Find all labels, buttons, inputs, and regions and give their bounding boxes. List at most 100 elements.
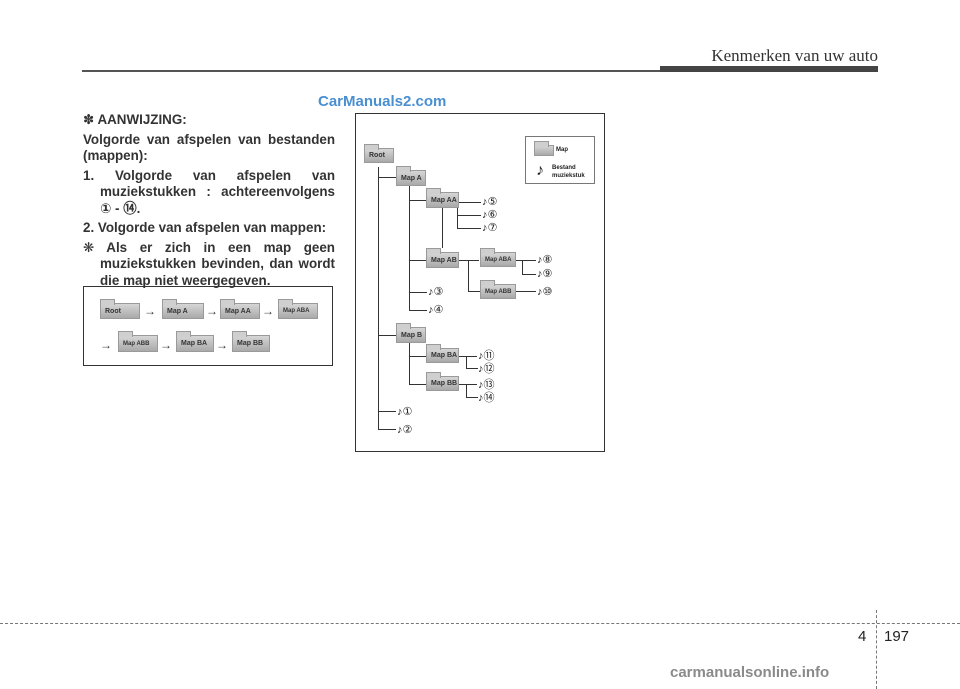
folder-label: Map A: [167, 307, 188, 315]
folder-icon: Map BA: [176, 331, 214, 352]
tree-line: [459, 356, 477, 357]
music-track: ♪①: [397, 406, 413, 418]
page-number: 197: [884, 628, 910, 645]
music-track: ♪③: [428, 286, 444, 298]
music-track: ♪⑬: [478, 379, 495, 391]
note-bullet-cont: muziekstukken bevinden, dan wordt: [100, 256, 335, 271]
legend-file-line: Bestand: [552, 165, 576, 171]
music-track: ♪⑩: [537, 286, 553, 298]
folder-icon-map-abb: Map ABB: [480, 280, 516, 299]
folder-label: Map A: [401, 174, 422, 182]
music-track: ♪④: [428, 304, 444, 316]
tree-line: [378, 335, 396, 336]
tree-line: [522, 260, 523, 274]
music-track: ♪⑦: [482, 222, 498, 234]
folder-label: Root: [369, 152, 385, 159]
folder-icon: Map AA: [220, 299, 260, 319]
tree-line: [466, 397, 478, 398]
note-item-2: 2. Volgorde van afspelen van mappen:: [83, 220, 327, 235]
folder-label: Map BB: [237, 340, 264, 347]
tree-line: [409, 292, 427, 293]
tree-line: [378, 411, 396, 412]
folder-icon-map-ab: Map AB: [426, 248, 459, 268]
tree-line: [409, 310, 427, 311]
folder-label: Map ABB: [485, 288, 512, 295]
tree-line: [466, 384, 467, 397]
folder-icon-root: Root: [364, 144, 394, 163]
folder-icon-map-aba: Map ABA: [480, 248, 516, 267]
tree-line: [378, 167, 379, 429]
header-title: Kenmerken van uw auto: [711, 46, 878, 65]
folder-icon: Map A: [162, 299, 204, 319]
arrow-icon: →: [160, 338, 172, 352]
music-track: ♪⑤: [482, 196, 498, 208]
folder-icon: Map ABB: [118, 331, 158, 352]
tree-line: [516, 260, 536, 261]
note-bullet-cont: die map niet weergegeven.: [100, 272, 271, 288]
folder-label: Map B: [401, 331, 422, 339]
arrow-icon: →: [144, 304, 156, 318]
tree-line: [409, 260, 427, 261]
folder-label: Map AA: [225, 307, 251, 315]
arrow-icon: →: [216, 338, 228, 352]
arrow-icon: →: [100, 338, 112, 352]
footer-divider: [876, 610, 877, 689]
tree-line: [442, 208, 443, 248]
arrow-icon: →: [262, 304, 274, 318]
legend-file-line: muziekstuk: [552, 173, 585, 179]
note-section: ✽ AANWIJZING: Volgorde van afspelen van …: [83, 112, 335, 289]
folder-icon-map-a: Map A: [396, 166, 426, 186]
tree-line: [466, 368, 478, 369]
note-item-1-range: ① - ⑭.: [100, 200, 141, 216]
folder-label: Map BA: [431, 352, 458, 359]
note-heading: ✽ AANWIJZING:: [83, 112, 187, 127]
header-rule: [82, 70, 878, 72]
note-line: Volgorde van afspelen van bestanden: [83, 131, 335, 147]
folder-label: Map ABA: [485, 256, 512, 263]
tree-line: [409, 356, 427, 357]
folder-icon-map-b: Map B: [396, 323, 426, 343]
tree-line: [409, 342, 410, 384]
watermark-top[interactable]: CarManuals2.com: [318, 93, 447, 110]
music-track: ♪⑭: [478, 392, 495, 404]
legend: Map ♪ Bestand muziekstuk: [525, 136, 595, 184]
tree-line: [409, 200, 427, 201]
header-rule-accent: [660, 66, 878, 72]
folder-label: Map BB: [431, 380, 458, 387]
tree-line: [457, 215, 481, 216]
footer-rule: [0, 623, 960, 624]
tree-line: [459, 384, 477, 385]
tree-line: [468, 260, 469, 291]
tree-line: [466, 356, 467, 368]
tree-line: [457, 202, 481, 203]
folder-icon: Root: [100, 299, 140, 319]
note-line: (mappen):: [83, 148, 148, 163]
tree-line: [457, 228, 481, 229]
music-track: ♪⑨: [537, 268, 553, 280]
folder-tree-diagram: Root Map A Map AA Map AB Map ABA Map ABB…: [355, 113, 605, 452]
legend-file-label: Bestand muziekstuk: [552, 164, 585, 180]
watermark-bottom[interactable]: carmanualsonline.info: [670, 664, 830, 681]
tree-line: [522, 274, 536, 275]
folder-icon-map-bb: Map BB: [426, 372, 459, 391]
legend-folder-label: Map: [556, 147, 568, 153]
music-track: ♪⑥: [482, 209, 498, 221]
folder-icon-map-ba: Map BA: [426, 344, 459, 363]
music-track: ♪②: [397, 424, 413, 436]
folder-label: Map BA: [181, 340, 208, 347]
tree-line: [468, 291, 480, 292]
music-note-icon: ♪: [536, 162, 544, 179]
legend-folder-icon: [534, 141, 554, 156]
music-track: ♪⑧: [537, 254, 553, 266]
tree-line: [516, 291, 536, 292]
folder-label: Map ABA: [283, 308, 310, 314]
folder-label: Map ABB: [123, 340, 150, 347]
note-item-1-cont: muziekstukken : achtereenvolgens: [100, 184, 335, 199]
folder-icon: Map BB: [232, 331, 270, 352]
folder-label: Map AB: [431, 256, 457, 264]
tree-line: [409, 186, 410, 310]
folder-label: Map AA: [431, 196, 457, 204]
folder-sequence-diagram: Root → Map A → Map AA → Map ABA → Map AB…: [83, 286, 333, 366]
tree-line: [378, 177, 396, 178]
arrow-icon: →: [206, 304, 218, 318]
